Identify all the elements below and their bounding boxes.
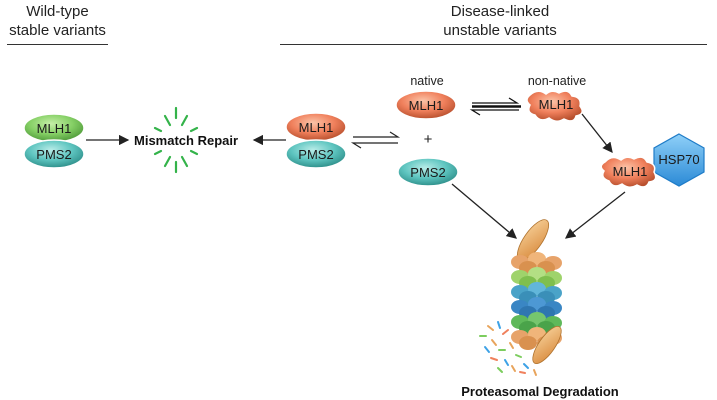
proteasome-icon	[511, 219, 562, 364]
arrow-non-native-to-hsp70	[581, 113, 613, 154]
hsp70-bound-mlh1-label: MLH1	[613, 164, 648, 179]
wild-type-pms2-label: PMS2	[36, 147, 71, 162]
hsp70-complex: HSP70 MLH1	[600, 133, 705, 188]
hsp70-label: HSP70	[658, 152, 699, 167]
disease-linked-header-line1: Disease-linked	[450, 3, 550, 20]
disease-pms2-label: PMS2	[298, 147, 333, 162]
disease-linked-rule	[280, 44, 707, 45]
wild-type-mlh1-label: MLH1	[37, 121, 72, 136]
wild-type-mlh1: MLH1	[23, 113, 85, 143]
arrow-pms2-to-proteasome	[451, 183, 517, 239]
peptide-fragments-icon	[479, 321, 537, 376]
hsp70-chaperone: HSP70	[653, 133, 705, 187]
disease-pms2: PMS2	[285, 139, 347, 169]
arrow-hsp70-to-proteasome	[564, 191, 626, 239]
wild-type-header-line2: stable variants	[9, 22, 106, 39]
proteasomal-degradation-label: Proteasomal Degradation	[461, 384, 619, 399]
disease-mlh1: MLH1	[285, 112, 347, 142]
free-pms2: PMS2	[397, 157, 459, 187]
hsp70-bound-mlh1: MLH1	[600, 156, 657, 188]
non-native-label: non-native	[528, 74, 586, 88]
equilibrium-dissociation-icon	[350, 131, 401, 149]
wild-type-header-line1: Wild-type	[26, 3, 89, 20]
mismatch-repair-label: Mismatch Repair	[134, 133, 238, 148]
equilibrium-unfolding-icon	[469, 97, 521, 116]
free-pms2-label: PMS2	[410, 165, 445, 180]
wild-type-rule	[7, 44, 108, 45]
native-mlh1: MLH1	[395, 90, 457, 120]
native-label: native	[410, 74, 443, 88]
plus-sign: +	[424, 131, 433, 148]
disease-mlh1-label: MLH1	[299, 120, 334, 135]
non-native-mlh1: MLH1	[526, 90, 583, 122]
disease-linked-header-line2: unstable variants	[443, 22, 557, 39]
wild-type-complex: MLH1 PMS2	[23, 113, 85, 169]
non-native-mlh1-label: MLH1	[539, 97, 574, 112]
repair-burst-icon	[153, 106, 199, 174]
wild-type-pms2: PMS2	[23, 139, 85, 169]
wild-type-header: Wild-type stable variants	[0, 2, 115, 40]
disease-linked-header: Disease-linked unstable variants	[380, 2, 620, 40]
disease-complex: MLH1 PMS2	[285, 112, 347, 169]
native-mlh1-label: MLH1	[409, 98, 444, 113]
